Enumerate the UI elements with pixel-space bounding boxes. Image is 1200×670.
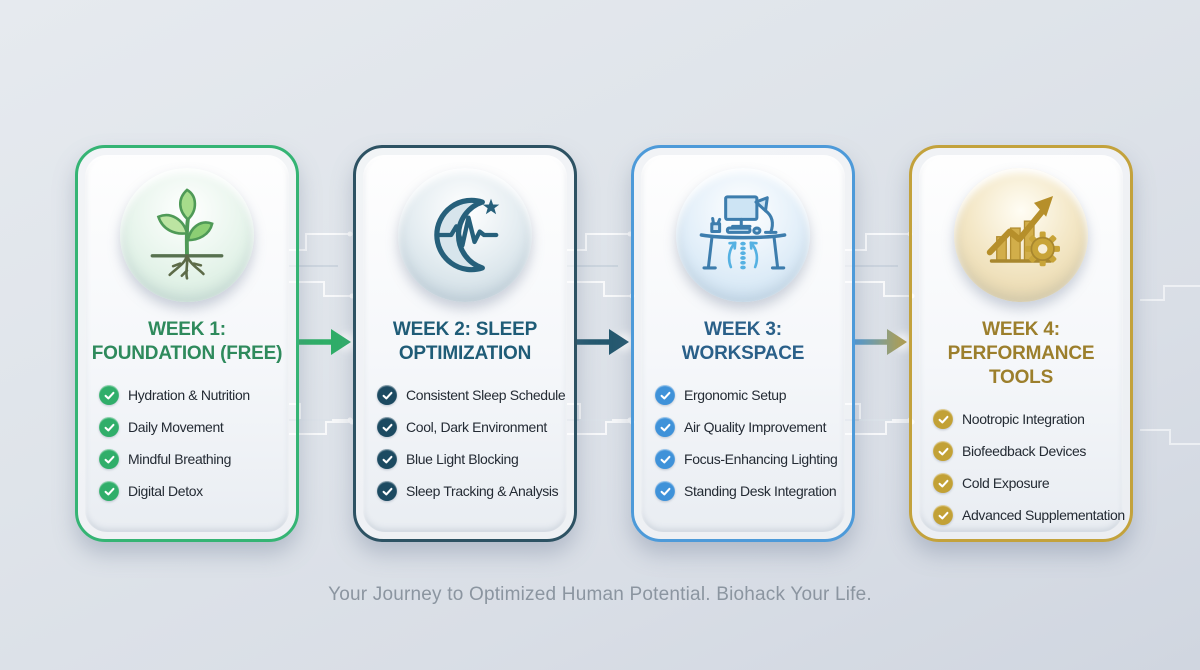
- check-icon: [377, 449, 397, 469]
- checklist-item: Ergonomic Setup: [655, 379, 839, 411]
- checklist-item: Nootropic Integration: [933, 403, 1117, 435]
- check-icon: [99, 385, 119, 405]
- checklist-item: Daily Movement: [99, 411, 283, 443]
- check-icon: [655, 385, 675, 405]
- growth-chart-gear-icon: [954, 168, 1088, 302]
- card-week-1: WEEK 1: FOUNDATION (FREE) Hydration & Nu…: [75, 145, 299, 542]
- checklist-item: Hydration & Nutrition: [99, 379, 283, 411]
- check-icon: [933, 409, 953, 429]
- check-icon: [655, 449, 675, 469]
- card-title: WEEK 2: SLEEP OPTIMIZATION: [392, 319, 538, 364]
- tagline: Your Journey to Optimized Human Potentia…: [328, 584, 872, 605]
- check-icon: [99, 481, 119, 501]
- check-icon: [933, 505, 953, 525]
- checklist-item: Digital Detox: [99, 475, 283, 507]
- checklist-item: Advanced Supplementation: [933, 499, 1125, 531]
- checklist: Ergonomic Setup Air Quality Improvement …: [641, 379, 845, 507]
- card-title: WEEK 3: WORKSPACE: [681, 319, 805, 364]
- check-icon: [377, 481, 397, 501]
- card-week-3: WEEK 3: WORKSPACE Ergonomic Setup Air Qu…: [631, 145, 855, 542]
- arrow-week1-to-week2: [297, 312, 357, 372]
- check-icon: [655, 417, 675, 437]
- check-icon: [933, 473, 953, 493]
- check-icon: [655, 481, 675, 501]
- check-icon: [99, 417, 119, 437]
- card-week-4: WEEK 4: PERFORMANCE TOOLS Nootropic Inte…: [909, 145, 1133, 542]
- checklist-item: Cool, Dark Environment: [377, 411, 561, 443]
- crescent-moon-pulse-icon: [398, 168, 532, 302]
- ergonomic-desk-icon: [676, 168, 810, 302]
- checklist-item: Blue Light Blocking: [377, 443, 561, 475]
- arrow-week2-to-week3: [575, 312, 635, 372]
- checklist-item: Standing Desk Integration: [655, 475, 839, 507]
- checklist-item: Mindful Breathing: [99, 443, 283, 475]
- check-icon: [933, 441, 953, 461]
- checklist: Consistent Sleep Schedule Cool, Dark Env…: [363, 379, 567, 507]
- checklist-item: Focus-Enhancing Lighting: [655, 443, 839, 475]
- card-title: WEEK 1: FOUNDATION (FREE): [91, 319, 283, 364]
- card-title: WEEK 4: PERFORMANCE TOOLS: [947, 319, 1095, 388]
- check-icon: [377, 417, 397, 437]
- checklist-item: Cold Exposure: [933, 467, 1117, 499]
- checklist-item: Air Quality Improvement: [655, 411, 839, 443]
- checklist-item: Sleep Tracking & Analysis: [377, 475, 561, 507]
- checklist: Hydration & Nutrition Daily Movement Min…: [85, 379, 289, 507]
- checklist-item: Biofeedback Devices: [933, 435, 1117, 467]
- arrow-week3-to-week4: [853, 312, 913, 372]
- checklist: Nootropic Integration Biofeedback Device…: [919, 403, 1125, 531]
- check-icon: [99, 449, 119, 469]
- sprout-icon: [120, 168, 254, 302]
- checklist-item: Consistent Sleep Schedule: [377, 379, 566, 411]
- check-icon: [377, 385, 397, 405]
- card-week-2: WEEK 2: SLEEP OPTIMIZATION Consistent Sl…: [353, 145, 577, 542]
